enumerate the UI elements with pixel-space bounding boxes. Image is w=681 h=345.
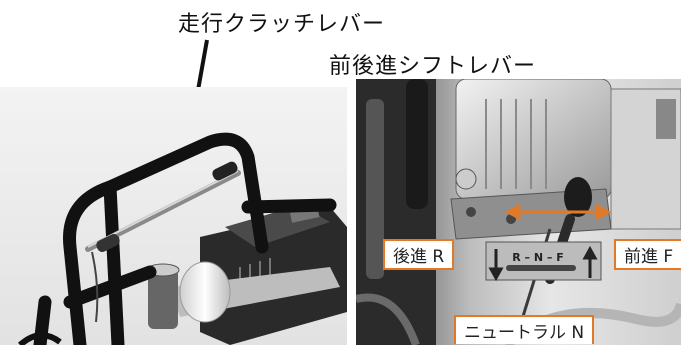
clutch-lever-photo [0,87,347,345]
clutch-lever-label: 走行クラッチレバー [178,12,386,37]
shift-plate-text: R – N – F [512,251,564,264]
shift-lever-label: 前後進シフトレバー [329,54,537,79]
shift-lever-photo: R – N – F 後進 R 前進 F ニュートラル N [356,79,681,345]
reverse-label: 後進 R [383,239,455,270]
forward-label: 前進 F [614,239,681,270]
neutral-label: ニュートラル N [454,315,595,344]
